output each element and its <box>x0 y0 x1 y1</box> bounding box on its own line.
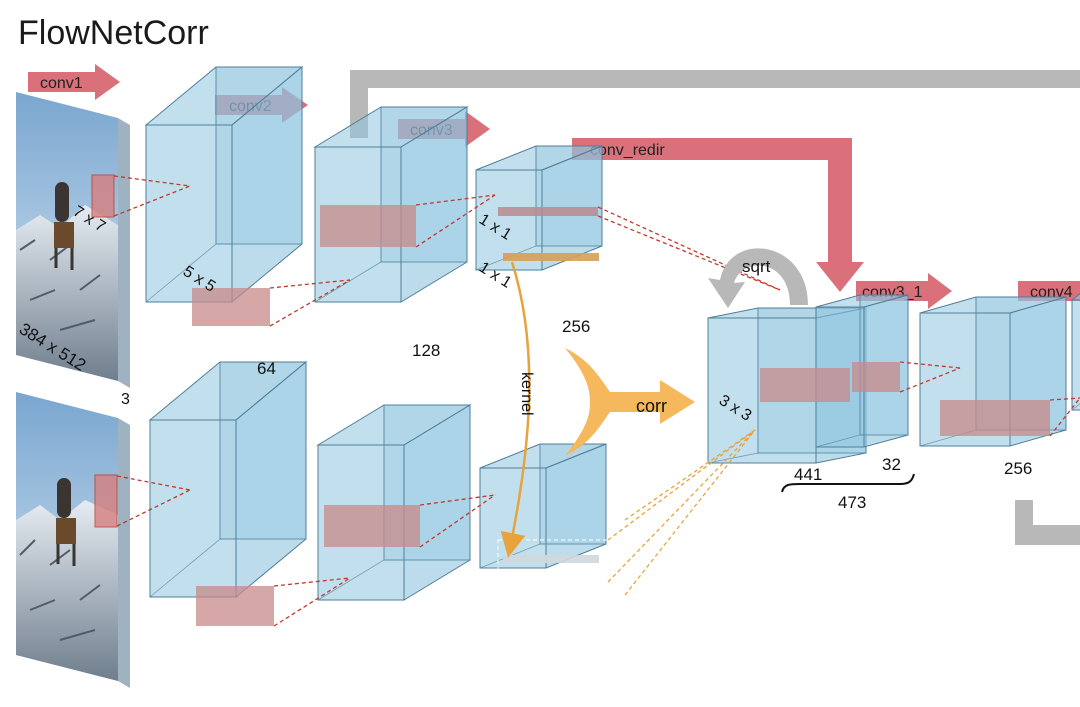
skip-connection-bottom <box>1015 500 1080 545</box>
conv1-block-top <box>144 65 304 304</box>
conv2-channels-label: 128 <box>412 341 440 360</box>
receptive-lines-orange <box>607 429 756 596</box>
conv3-channels-label: 256 <box>562 317 590 336</box>
kernel-arrow <box>500 261 531 558</box>
conv1-arrow: conv1 <box>28 64 120 100</box>
sqrt-label: sqrt <box>742 257 771 276</box>
corr-arrow <box>565 348 695 456</box>
redir-bar <box>498 207 598 216</box>
conv2-kernel-patch-bottom <box>196 586 274 626</box>
conv1-block-bottom <box>148 360 308 599</box>
conv4-block <box>1070 292 1080 411</box>
input-image-1 <box>16 92 130 388</box>
sqrt-arrow <box>708 248 808 308</box>
concat-redir-patch <box>852 362 900 392</box>
redir-channels-label: 32 <box>882 455 901 474</box>
conv1-label: conv1 <box>40 75 83 92</box>
corr-search-bar <box>503 555 599 563</box>
concat-brace <box>781 473 915 493</box>
input-image-2 <box>16 392 130 688</box>
conv3-1-channels-label: 256 <box>1004 459 1032 478</box>
corr-bar <box>503 253 599 261</box>
chair-2 <box>57 478 71 518</box>
search-window <box>497 539 609 583</box>
conv3-1-kernel-patch <box>940 400 1050 436</box>
conv1-channels-label: 64 <box>257 359 276 378</box>
conv3-block-bottom <box>479 443 607 569</box>
conv3-kernel-patch-top <box>320 205 416 247</box>
chair-1 <box>55 182 69 222</box>
receptive-lines-red <box>113 175 1080 627</box>
conv-redir-arrow: conv_redir <box>572 138 864 292</box>
skip-connection-top <box>350 70 1080 138</box>
kernel-7x7-2 <box>94 474 118 528</box>
concat-kernel-patch <box>760 368 850 402</box>
input-channels-label: 3 <box>121 391 130 408</box>
concat-channels-label: 473 <box>838 493 866 512</box>
conv2-block-bottom <box>316 404 472 601</box>
conv-redir-label: conv_redir <box>590 142 665 159</box>
kernel-label: kernel <box>518 372 535 416</box>
conv3-kernel-patch-bottom <box>324 505 420 547</box>
kernel-7x7-1 <box>91 174 115 218</box>
diagram-title: FlowNetCorr <box>18 14 209 52</box>
conv2-block-top <box>313 106 469 303</box>
corr-channels-label: 441 <box>794 465 822 484</box>
corr-label: corr <box>636 396 667 416</box>
conv2-kernel-patch-top <box>192 288 270 326</box>
